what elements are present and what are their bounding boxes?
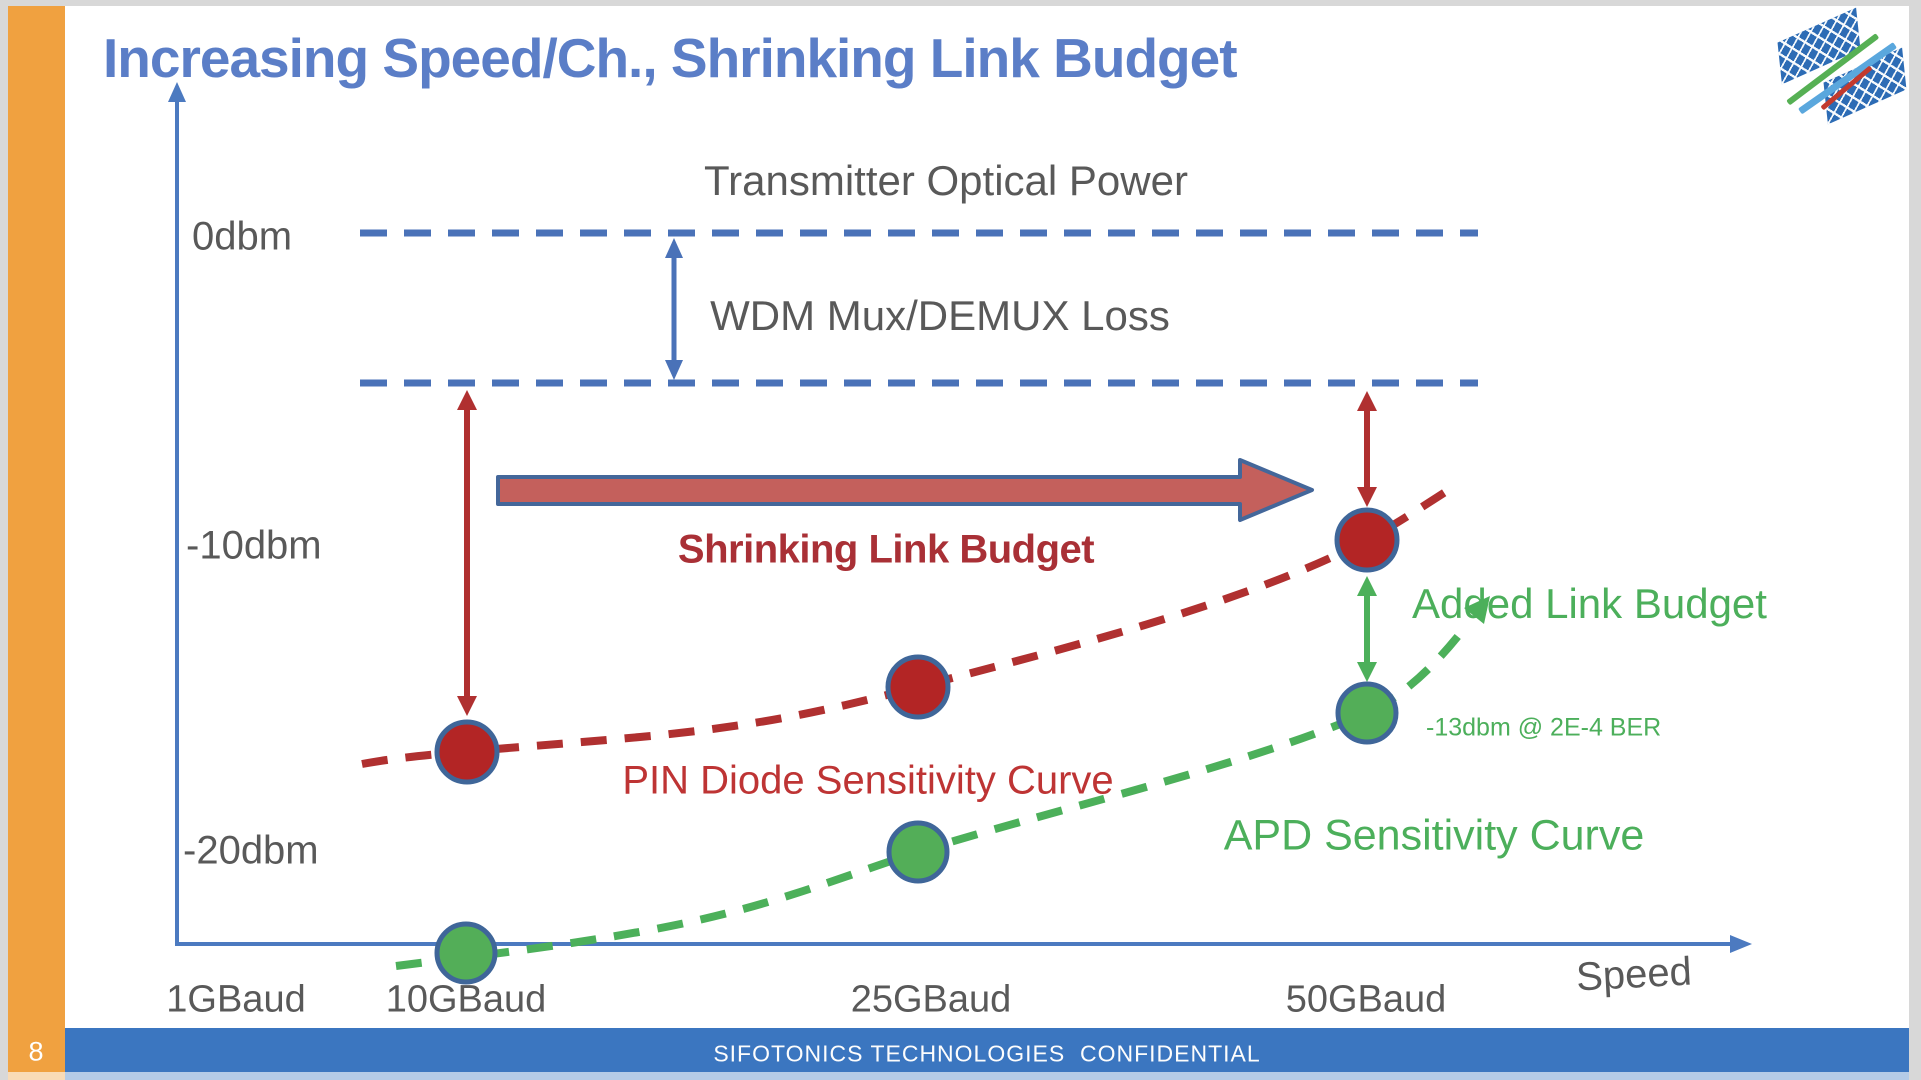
x-axis-arrowhead-icon: [1730, 935, 1752, 953]
shrinking-link-budget-arrow: [496, 458, 1314, 522]
bottom-edge-strip: [8, 1072, 1909, 1080]
x-tick-10gbaud: 10GBaud: [385, 978, 547, 1021]
pin-point-25g: [885, 654, 951, 720]
wdm-mux-demux-loss-label: WDM Mux/DEMUX Loss: [710, 292, 1170, 339]
apd-point-25g: [886, 820, 950, 884]
shrinking-link-budget-label: Shrinking Link Budget: [677, 527, 1095, 572]
apd-point-50g: [1335, 681, 1399, 745]
footer-confidential-text: SIFOTONICS TECHNOLOGIES CONFIDENTIAL: [713, 1040, 1261, 1067]
added-budget-arrow-bottom-icon: [1357, 662, 1377, 682]
link-budget-arrow-50g-top-icon: [1357, 391, 1377, 411]
link-budget-arrow-10g-top-icon: [457, 390, 477, 410]
pin-point-50g: [1334, 507, 1400, 573]
y-tick-0dbm: 0dbm: [192, 214, 293, 259]
y-tick-minus20dbm: -20dbm: [183, 828, 319, 873]
x-tick-1gbaud: 1GBaud: [166, 978, 306, 1021]
page-number: 8: [28, 1036, 44, 1067]
wdm-loss-arrow-bottom-icon: [665, 360, 683, 380]
x-tick-25gbaud: 25GBaud: [850, 978, 1012, 1021]
apd-point-10g: [434, 921, 498, 985]
x-axis-title: Speed: [1575, 949, 1693, 1000]
y-axis-arrowhead-icon: [168, 82, 186, 102]
added-budget-arrow-top-icon: [1357, 576, 1377, 596]
apd-curve-arrowhead-icon: [1464, 596, 1490, 624]
slide-background: [8, 6, 1909, 1080]
apd-sensitivity-value-note: -13dbm @ 2E-4 BER: [1426, 713, 1662, 742]
slide-accent-strip: [8, 6, 65, 1080]
pin-point-10g: [434, 719, 500, 785]
wdm-loss-arrow-top-icon: [665, 238, 683, 258]
added-link-budget-label: Added Link Budget: [1412, 580, 1767, 627]
x-tick-50gbaud: 50GBaud: [1285, 978, 1447, 1021]
slide-title: Increasing Speed/Ch., Shrinking Link Bud…: [103, 27, 1238, 89]
pin-curve-label: PIN Diode Sensitivity Curve: [622, 758, 1114, 803]
footer-bar: SIFOTONICS TECHNOLOGIES CONFIDENTIAL: [65, 1028, 1909, 1080]
link-budget-arrow-50g-bottom-icon: [1357, 487, 1377, 507]
transmitter-optical-power-label: Transmitter Optical Power: [704, 157, 1188, 204]
apd-curve-label: APD Sensitivity Curve: [1223, 811, 1645, 860]
y-tick-minus10dbm: -10dbm: [186, 523, 322, 568]
link-budget-arrow-10g-bottom-icon: [457, 696, 477, 716]
